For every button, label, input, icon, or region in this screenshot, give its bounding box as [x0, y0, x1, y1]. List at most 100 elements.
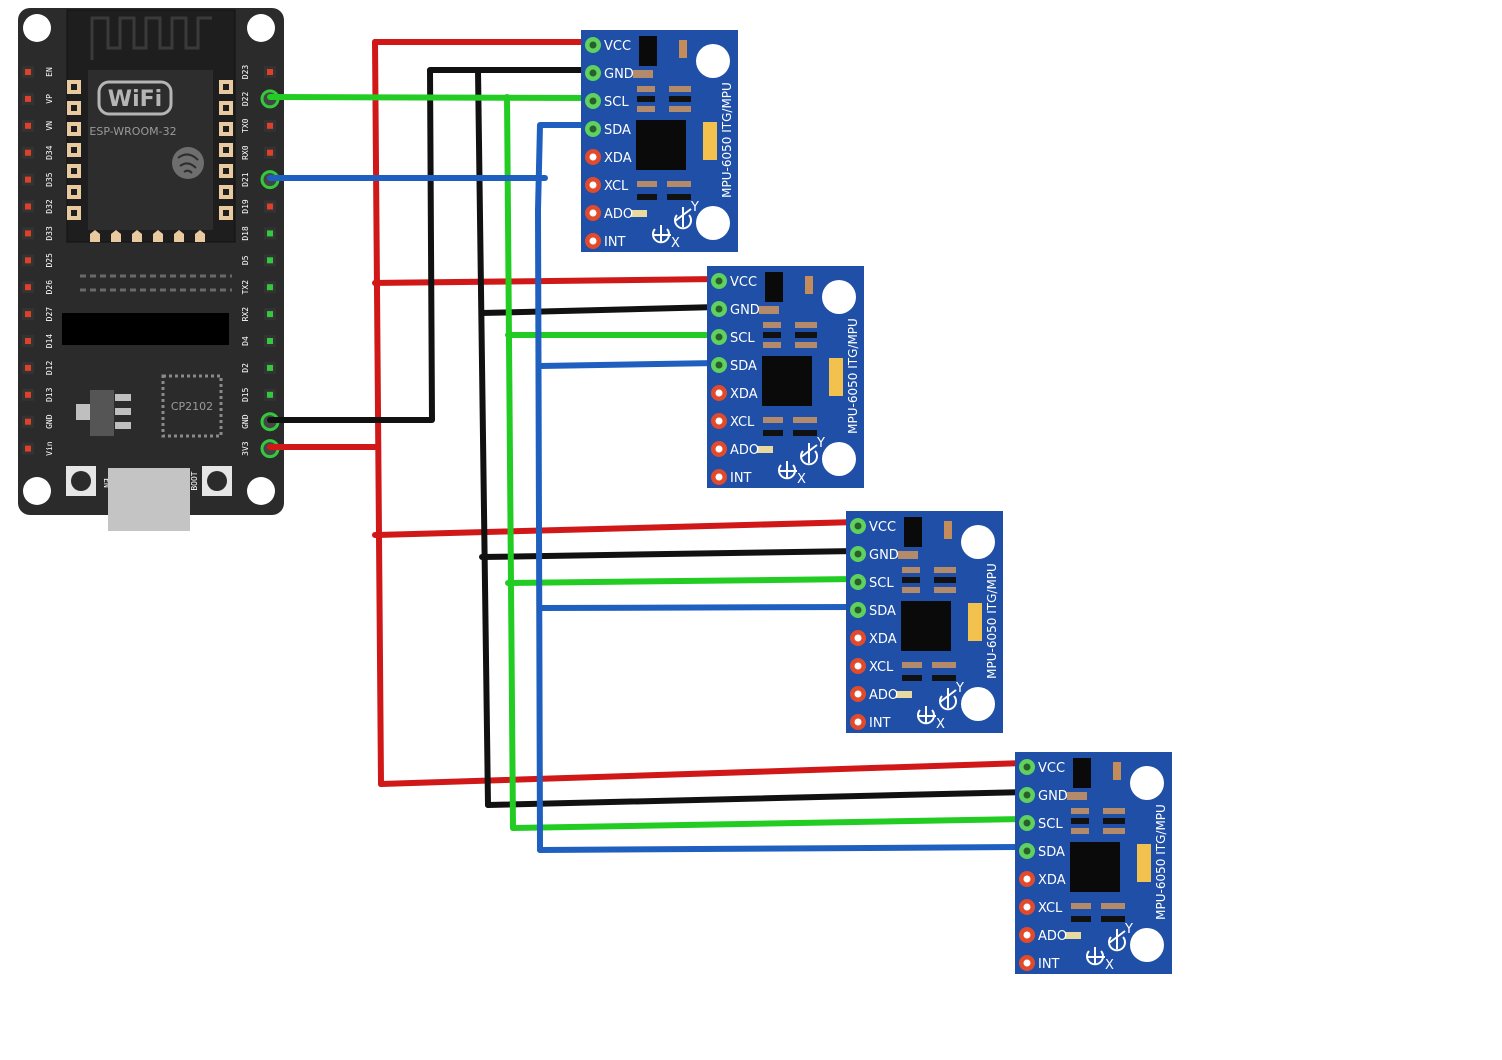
header-pin-hole — [267, 284, 273, 291]
smd-component — [669, 96, 691, 102]
smd-component — [795, 322, 817, 328]
wire-sda-bus[interactable] — [535, 122, 595, 853]
wire-gnd-sensor-3[interactable] — [479, 548, 860, 560]
usb-port[interactable] — [108, 468, 190, 531]
smd-component — [932, 675, 956, 681]
sensor-title: MPU-6050 ITG/MPU — [985, 563, 999, 679]
axis-icon — [1108, 929, 1126, 952]
wire-vcc-sensor-4[interactable] — [378, 760, 1029, 787]
sensor-regulator — [1073, 758, 1091, 788]
smd-component — [934, 577, 956, 583]
esp32-pin-label-gnd: GND — [45, 414, 54, 429]
wire-gnd-sensor-4[interactable] — [485, 789, 1029, 808]
header-pin-hole — [25, 338, 31, 344]
esp32-pin-label-d4: D4 — [241, 336, 250, 346]
module-pad-hole — [223, 147, 229, 153]
wire-scl-esp[interactable] — [267, 94, 595, 101]
module-pad-hole — [223, 126, 229, 132]
smd-component — [795, 342, 817, 348]
header-pin-hole — [267, 122, 273, 129]
pin-hole — [589, 41, 597, 49]
mpu6050-chip — [901, 601, 951, 651]
axis-y-label: Y — [816, 436, 825, 451]
pin-hole — [854, 690, 862, 698]
smd-component — [795, 332, 817, 338]
header-pin-hole — [267, 257, 273, 264]
smd-component — [934, 587, 956, 593]
module-pad-hole — [71, 105, 77, 111]
pin-hole — [1023, 819, 1031, 827]
pin-hole — [589, 125, 597, 133]
axis-x-label: X — [936, 717, 945, 732]
smd-component — [669, 106, 691, 112]
sensor-pin-label: GND — [1038, 789, 1068, 804]
pin-hole — [1023, 791, 1031, 799]
smd-component — [637, 194, 657, 200]
wroom-module: WiFi ESP-WROOM-32 — [66, 9, 236, 243]
smd-component — [763, 417, 783, 423]
header-pin-hole — [25, 95, 31, 102]
espressif-logo-mark — [177, 153, 199, 174]
wire-gnd-sensor-2[interactable] — [479, 304, 721, 316]
smd-resistor — [1067, 792, 1087, 800]
wire-gnd-esp[interactable] — [267, 67, 595, 423]
header-pin-hole — [25, 284, 31, 291]
smd-component — [667, 181, 691, 187]
wire-vcc-bus[interactable] — [372, 39, 384, 787]
sensor-pin-label: GND — [604, 67, 634, 82]
smd-component — [1071, 818, 1089, 824]
pin-hole — [854, 550, 862, 558]
module-pad-hole — [223, 168, 229, 174]
sensor-pin-label: SDA — [1038, 845, 1065, 860]
sensor-pin-label: ADO — [730, 443, 759, 458]
sensor-pin-label: VCC — [869, 520, 896, 535]
smd-component — [763, 322, 781, 328]
en-button-cap[interactable] — [71, 471, 91, 491]
smd-component — [1071, 828, 1089, 834]
sensor-title: MPU-6050 ITG/MPU — [1154, 804, 1168, 920]
sensor-regulator — [639, 36, 657, 66]
esp32-pin-label-d2: D2 — [241, 363, 250, 373]
sensor-regulator — [904, 517, 922, 547]
smd-resistor — [898, 551, 918, 559]
sensor-pin-label: XCL — [1038, 901, 1063, 916]
wire-sda-sensor-4[interactable] — [537, 844, 1029, 853]
wire-gnd-bus[interactable] — [475, 67, 491, 808]
sensor-pin-label: ADO — [869, 688, 898, 703]
boot-button-cap[interactable] — [207, 471, 227, 491]
sensor-title: MPU-6050 ITG/MPU — [846, 318, 860, 434]
header-pin-hole — [25, 203, 31, 210]
esp32-pin-label-d15: D15 — [241, 387, 250, 402]
wire-scl-sensor-4[interactable] — [510, 816, 1029, 831]
mounting-hole — [696, 206, 730, 240]
module-pad-hole — [71, 147, 77, 153]
pin-hole — [589, 153, 597, 161]
sensor-pin-label: SDA — [730, 359, 757, 374]
esp32-pin-label-tx2: TX2 — [241, 280, 250, 295]
header-pin-hole — [267, 311, 273, 318]
wire-vcc-sensor-2[interactable] — [372, 276, 721, 286]
pin-hole — [1023, 903, 1031, 911]
pin-hole — [715, 361, 723, 369]
mounting-hole — [247, 14, 275, 42]
wire-vcc-sensor-3[interactable] — [372, 519, 860, 538]
pin-hole — [715, 389, 723, 397]
mounting-hole — [1130, 766, 1164, 800]
smd-led — [896, 691, 912, 698]
mounting-hole — [23, 14, 51, 42]
pin-hole — [854, 718, 862, 726]
sensor-title: MPU-6050 ITG/MPU — [720, 82, 734, 198]
module-pads-bottom — [90, 230, 205, 242]
smd-component — [934, 567, 956, 573]
module-pad — [132, 230, 142, 242]
wire-sda-sensor-2[interactable] — [537, 360, 721, 369]
usb-chip — [161, 374, 223, 438]
wire-scl-sensor-3[interactable] — [505, 576, 860, 586]
wire-sda-sensor-3[interactable] — [537, 604, 860, 611]
axis-y-label: Y — [690, 200, 699, 215]
wire-scl-bus[interactable] — [504, 94, 516, 831]
smd-resistor — [633, 70, 653, 78]
